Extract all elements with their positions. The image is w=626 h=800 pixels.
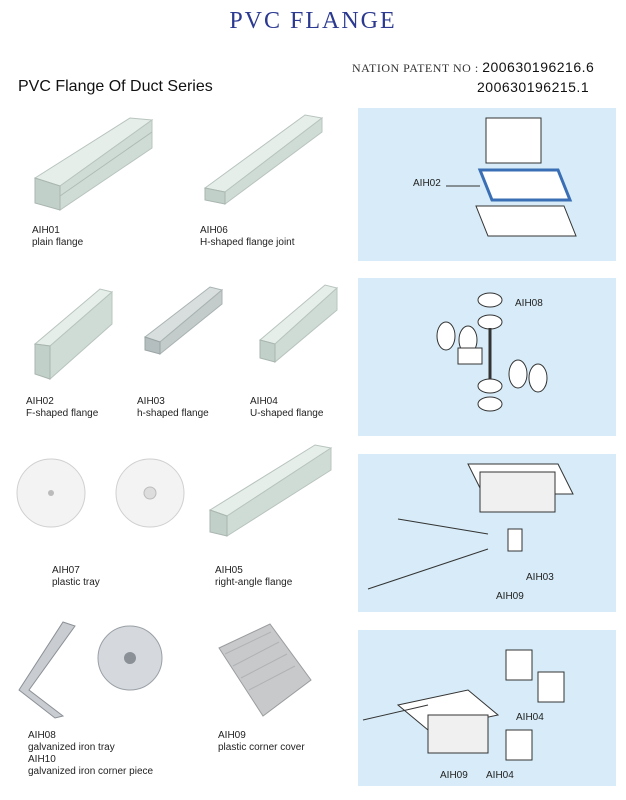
h-joint-image (203, 114, 324, 205)
right-angle-flange-image (208, 444, 333, 537)
series-title: PVC Flange Of Duct Series (18, 78, 213, 95)
h-flange-image (143, 286, 224, 356)
product-code: AIH10 (28, 754, 56, 765)
product-code: AIH08 (28, 730, 56, 741)
product-code: AIH02 (26, 396, 54, 407)
page-title: PVC FLANGE (229, 8, 397, 34)
product-caption: AIH09 plastic corner cover (218, 730, 305, 754)
tray-assembly-drawing (436, 292, 548, 412)
product-code: AIH01 (32, 225, 60, 236)
diagram-label: AIH04 (516, 712, 544, 723)
diagram-panel: AIH02 (358, 108, 616, 261)
plain-flange-image (33, 117, 154, 211)
product-code: AIH05 (215, 565, 243, 576)
product-caption: AIH07 plastic tray (52, 565, 100, 589)
diagram-label: AIH09 (496, 591, 524, 602)
patent-label: NATION PATENT NO : (352, 61, 479, 75)
product-caption: AIH03 h-shaped flange (137, 396, 209, 420)
product-name: F-shaped flange (26, 408, 99, 419)
diagram-panel: AIH04 AIH09 AIH04 (358, 630, 616, 786)
product-caption: AIH06 H-shaped flange joint (200, 225, 295, 249)
diagram-label: AIH02 (413, 178, 441, 189)
diagram-label: AIH03 (526, 572, 554, 583)
product-name: plastic corner cover (218, 742, 305, 753)
product-name: h-shaped flange (137, 408, 209, 419)
product-caption: AIH02 F-shaped flange (26, 396, 98, 420)
diagram-panel: AIH08 (358, 278, 616, 436)
product-name: H-shaped flange joint (200, 237, 295, 248)
product-caption: AIH08 galvanized iron tray AIH10 galvani… (28, 730, 153, 778)
product-name: plain flange (32, 237, 84, 248)
patent-number: 200630196215.1 (477, 79, 590, 95)
product-code: AIH09 (218, 730, 246, 741)
diagram-label: AIH09 (440, 770, 468, 781)
diagram-panel: AIH03 AIH09 (358, 454, 616, 612)
patent-line: NATION PATENT NO : 200630196216.6 (352, 59, 594, 76)
diagram-label: AIH04 (486, 770, 514, 781)
product-code: AIH07 (52, 565, 80, 576)
product-name: U-shaped flange (250, 408, 324, 419)
plastic-tray-image (16, 458, 185, 528)
product-name: right-angle flange (215, 577, 293, 588)
f-flange-image (33, 288, 114, 381)
product-code: AIH04 (250, 396, 278, 407)
product-name: galvanized iron corner piece (28, 766, 154, 777)
product-caption: AIH05 right-angle flange (215, 565, 292, 589)
corner-cover-image (218, 623, 312, 717)
patent-number: 200630196216.6 (482, 59, 595, 75)
diagram-label: AIH08 (515, 298, 543, 309)
product-name: plastic tray (52, 577, 100, 588)
product-code: AIH06 (200, 225, 228, 236)
duct-corner-drawing (367, 463, 574, 590)
product-caption: AIH01 plain flange (32, 225, 83, 249)
u-flange-image (258, 284, 339, 364)
duct-joint-drawing (362, 649, 565, 761)
galvanized-iron-image (18, 621, 163, 719)
product-name: galvanized iron tray (28, 742, 115, 753)
product-code: AIH03 (137, 396, 165, 407)
product-caption: AIH04 U-shaped flange (250, 396, 323, 420)
flange-assembly-drawing (446, 117, 577, 237)
